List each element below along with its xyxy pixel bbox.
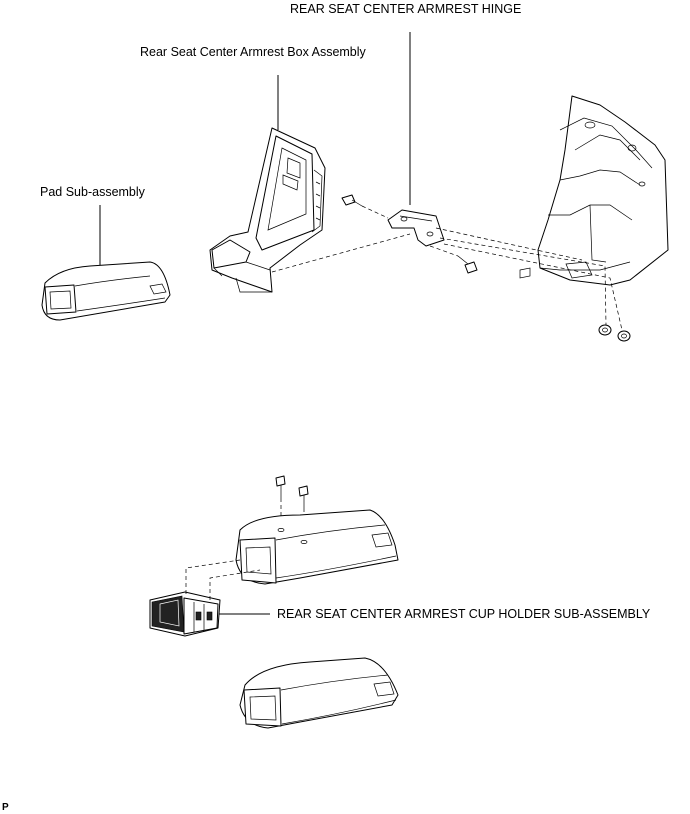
console-box-illustration	[235, 509, 399, 585]
screw-icon	[457, 255, 478, 274]
nut-icon	[598, 324, 612, 336]
label-pad-sub-assembly: Pad Sub-assembly	[40, 185, 146, 199]
label-cup-holder-sub-assembly: REAR SEAT CENTER ARMREST CUP HOLDER SUB-…	[277, 607, 651, 621]
corner-mark: P	[2, 802, 9, 813]
screw-icon	[341, 194, 363, 207]
assembly-guide-lines-lower	[185, 559, 261, 600]
pad-sub-assembly-bottom-illustration	[239, 657, 399, 729]
assembly-guide-lines-upper	[271, 205, 623, 331]
pad-sub-assembly-illustration	[41, 261, 171, 321]
label-armrest-hinge: REAR SEAT CENTER ARMREST HINGE	[290, 2, 521, 16]
screw-icon	[275, 475, 286, 498]
seat-frame-illustration	[519, 95, 669, 286]
nut-icon	[617, 330, 631, 342]
screw-icon	[298, 485, 309, 508]
cup-holder-illustration	[149, 591, 221, 637]
armrest-hinge-illustration	[387, 209, 445, 247]
armrest-box-assembly-illustration	[209, 127, 326, 293]
label-box-assembly: Rear Seat Center Armrest Box Assembly	[140, 45, 367, 59]
